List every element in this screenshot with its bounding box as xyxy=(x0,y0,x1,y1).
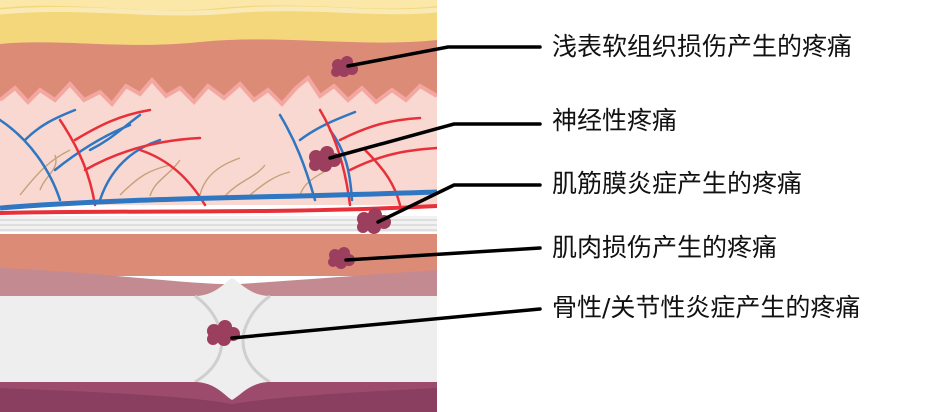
leader-line-4 xyxy=(344,246,542,262)
pain-spot-icon xyxy=(207,320,240,346)
pain-spot-icon xyxy=(328,247,355,269)
blood-vessels xyxy=(58,108,437,207)
epidermis-layer xyxy=(0,5,437,45)
label-bone-joint-pain: 骨性/关节性炎症产生的疼痛 xyxy=(552,293,861,322)
label-neuropathic-pain: 神经性疼痛 xyxy=(552,106,678,135)
leader-line-5 xyxy=(230,307,542,340)
label-superficial-soft-tissue-pain: 浅表软组织损伤产生的疼痛 xyxy=(552,32,853,61)
label-myofascial-pain: 肌筋膜炎症产生的疼痛 xyxy=(552,169,803,198)
muscle-layer xyxy=(0,234,437,276)
leader-lines xyxy=(230,45,542,340)
leader-line-2 xyxy=(328,122,542,160)
leader-line-1 xyxy=(346,45,542,68)
label-muscle-injury-pain: 肌肉损伤产生的疼痛 xyxy=(552,233,778,262)
leader-line-3 xyxy=(376,183,542,224)
fine-nerves xyxy=(19,149,331,197)
dermis-layer xyxy=(0,78,437,205)
